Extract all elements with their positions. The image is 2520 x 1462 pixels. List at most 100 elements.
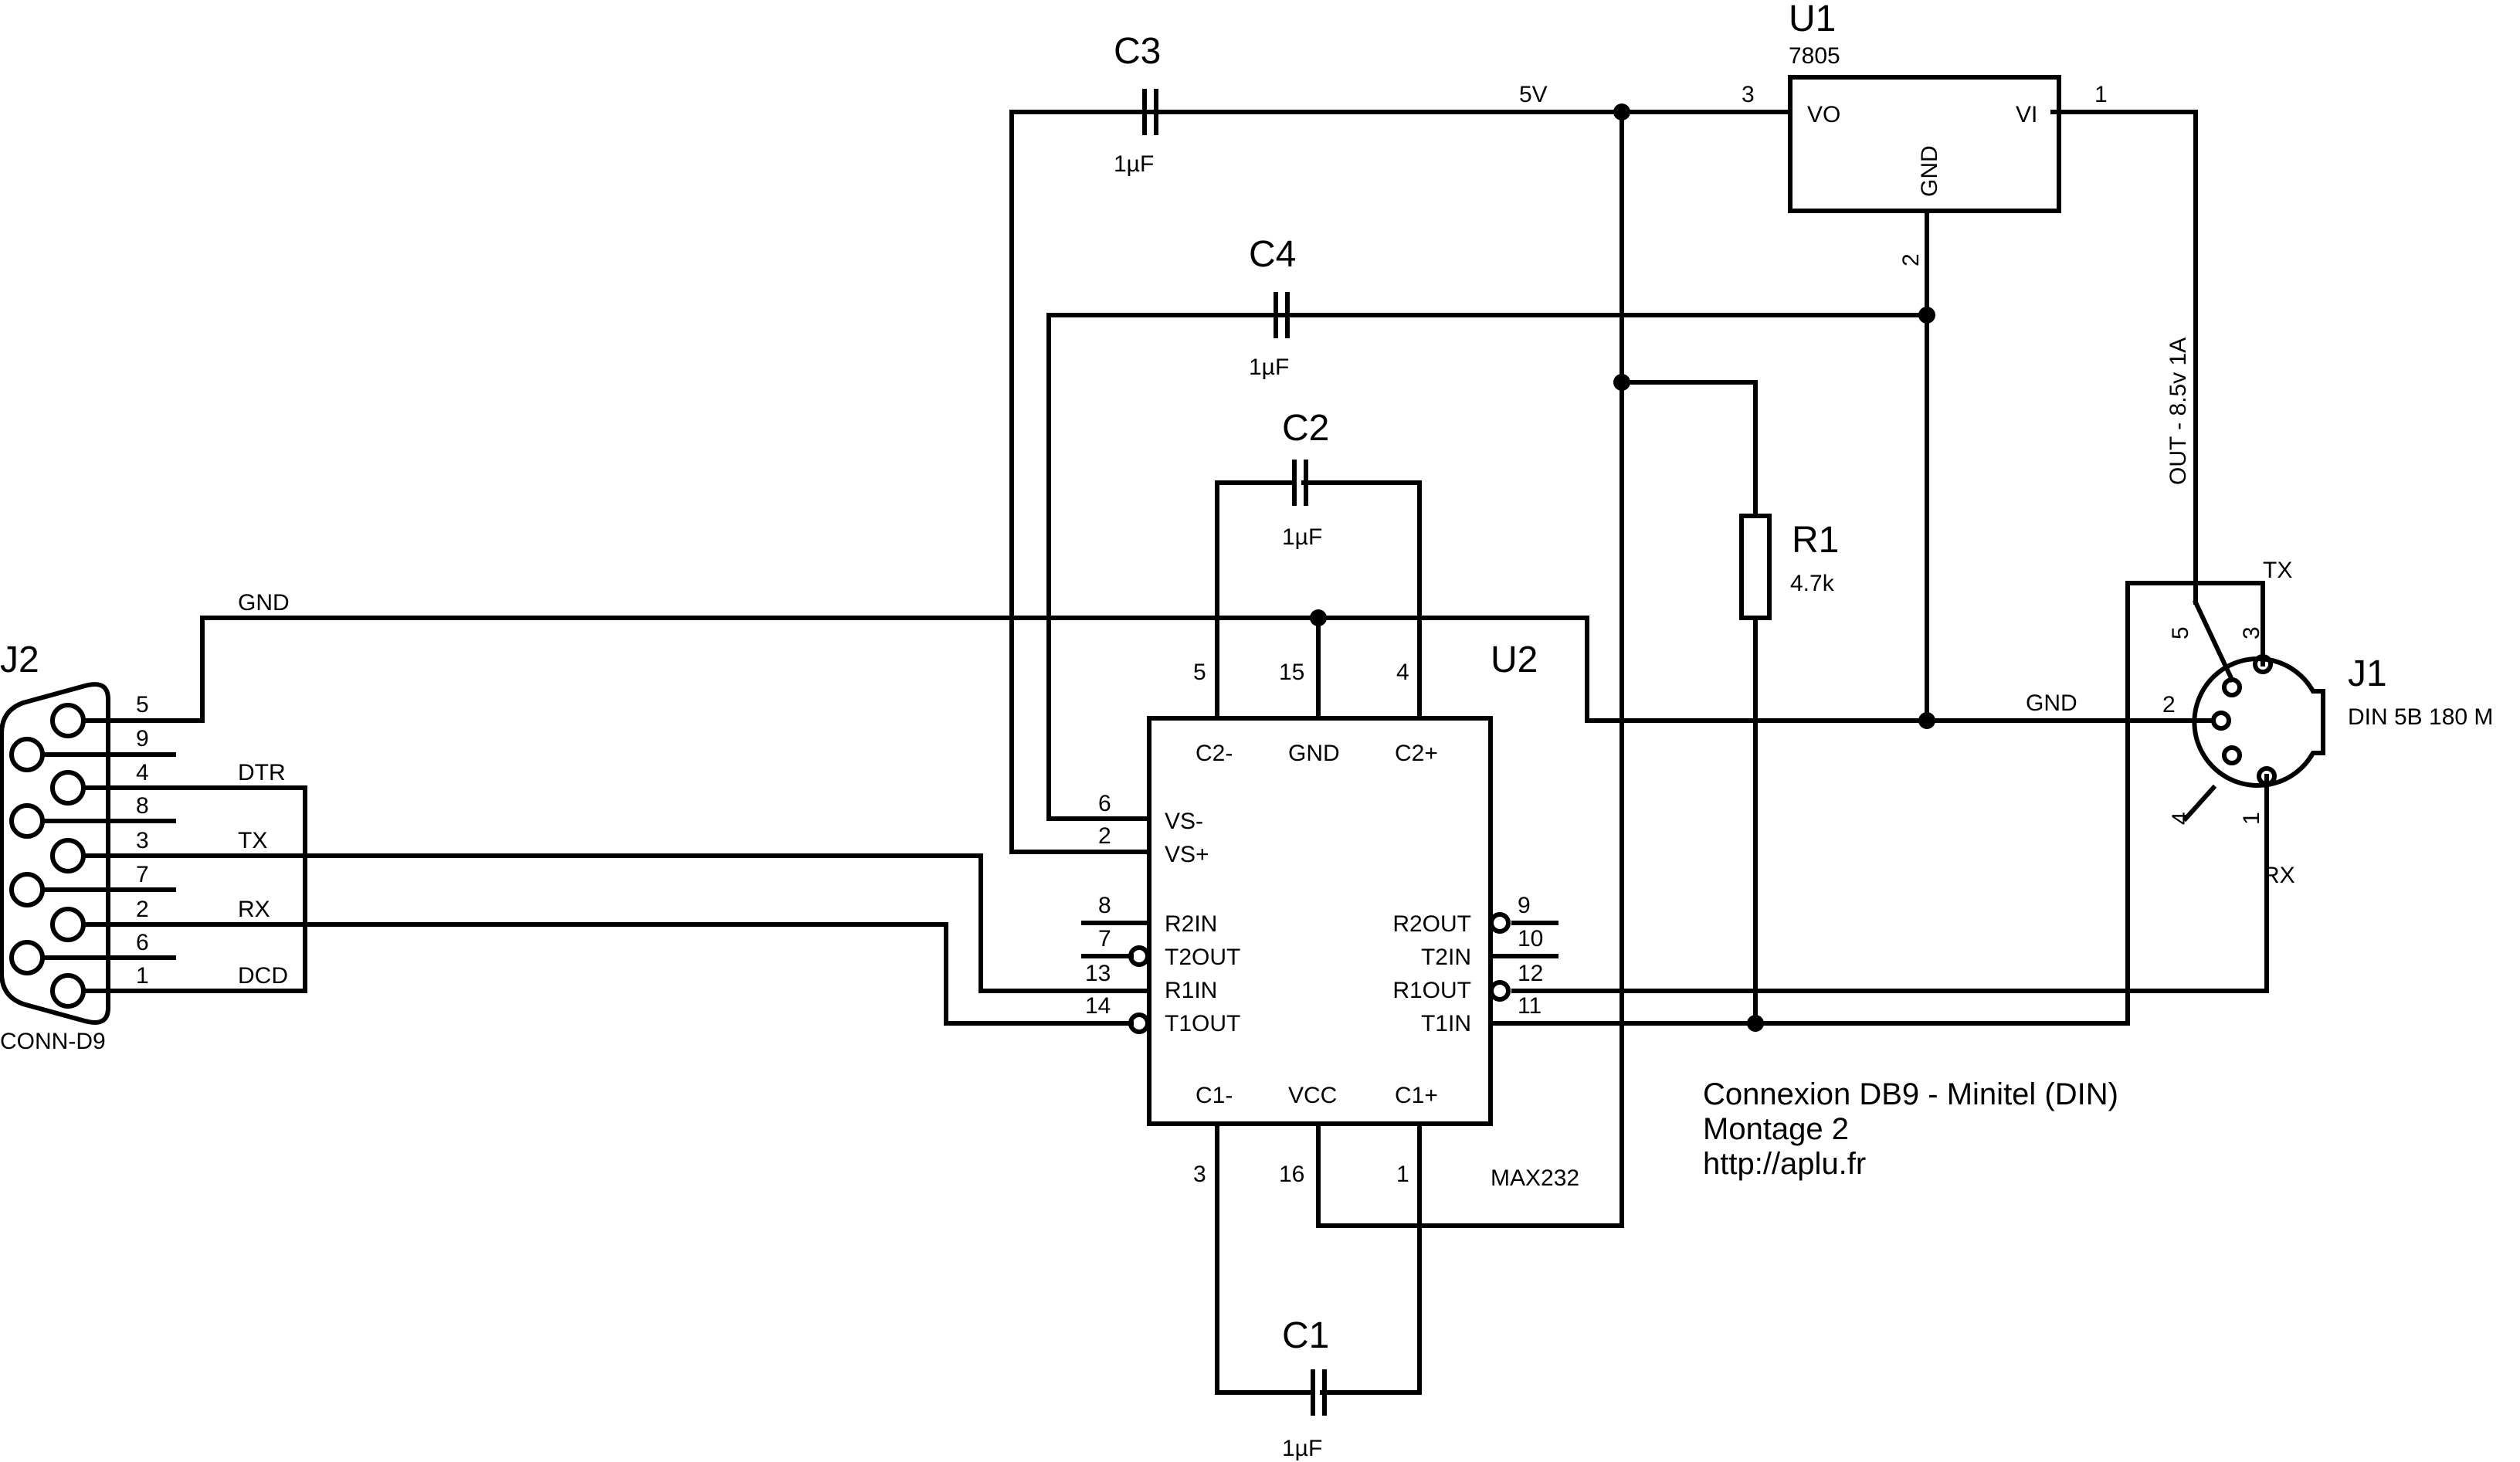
ic-u2: U2 MAX232 C2- GND C2+ VS- VS+ R2IN T2OUT… [1085, 639, 1579, 1191]
u2-num-c1m: 3 [1193, 1162, 1206, 1187]
u1-pin-vo: VO [1807, 102, 1840, 127]
wire-c2-right [1301, 480, 1422, 721]
wire-c1-left [1215, 1127, 1315, 1395]
wire-j1-rx [1511, 774, 2269, 993]
u2-pin-c1p: C1+ [1395, 1083, 1438, 1108]
j2-pin-num: 5 [136, 692, 149, 717]
wire-c4-left [1046, 313, 1283, 821]
j2-pin-num: 6 [136, 930, 149, 955]
wire-tx [98, 853, 1151, 993]
net-gnd-right: GND [2026, 690, 2077, 716]
net-5v: 5V [1519, 82, 1548, 107]
c1-ref: C1 [1282, 1315, 1329, 1356]
u2-num-t2out: 7 [1098, 926, 1111, 951]
c2-value: 1µF [1282, 524, 1322, 550]
u2-num-t1out: 14 [1085, 993, 1111, 1019]
u2-pin-gnd: GND [1288, 741, 1340, 766]
j1-value: DIN 5B 180 M [2348, 704, 2493, 730]
net-tx: TX [2263, 558, 2292, 583]
u2-num-c1p: 1 [1396, 1162, 1409, 1187]
inverter-bubble [1128, 945, 1150, 967]
j2-pin-num: 2 [136, 897, 149, 922]
u2-pin-vcc: VCC [1288, 1083, 1337, 1108]
wire-supply [2050, 110, 2198, 605]
r1-value: 4.7k [1790, 571, 1835, 596]
j2-signal-dcd: DCD [238, 963, 288, 989]
j2-pin-num: 8 [136, 793, 149, 819]
wire-rx [98, 922, 1134, 1026]
u1-value: 7805 [1789, 43, 1840, 69]
j1-pin1: 1 [2239, 812, 2264, 825]
c3-ref: C3 [1114, 31, 1161, 72]
c4-ref: C4 [1249, 234, 1296, 275]
u1-pin-vi: VI [2016, 102, 2037, 127]
j2-value: CONN-D9 [0, 1029, 106, 1054]
u1-num-gnd: 2 [1898, 253, 1924, 266]
u2-num-vcc: 16 [1279, 1162, 1304, 1187]
inverter-bubble [1489, 980, 1511, 1002]
u1-num-vi: 1 [2094, 82, 2108, 107]
notes-block: Connexion DB9 - Minitel (DIN) Montage 2 … [1703, 1077, 2118, 1181]
j1-pin5: 5 [2168, 626, 2193, 639]
wire-gnd-bus [98, 616, 2188, 723]
wire-c2-left [1215, 480, 1297, 721]
j2-pin-num: 3 [136, 828, 149, 853]
capacitor-c1: C1 1µF [1282, 1315, 1329, 1461]
junctions [1310, 103, 1935, 1032]
u1-pin-gnd: GND [1917, 145, 1942, 197]
wire-5v-vertical [1316, 110, 1624, 1228]
capacitor-c4: C4 1µF [1249, 234, 1296, 380]
j1-pin4: 4 [2168, 812, 2193, 825]
u2-pin-vsp: VS+ [1165, 842, 1209, 867]
resistor-r1: R1 4.7k [1739, 514, 1839, 620]
u2-pin-c2p: C2+ [1395, 741, 1438, 766]
junction-dot [1918, 712, 1935, 729]
u2-num-r2in: 8 [1098, 893, 1111, 918]
j2-signal-rx: RX [238, 897, 270, 922]
u2-pin-c1m: C1- [1196, 1083, 1233, 1108]
u2-pin-r1out: R1OUT [1392, 978, 1471, 1003]
u2-num-vsm: 6 [1098, 791, 1111, 816]
connector-j2: J2 CONN-D9 5 9 4 8 3 7 2 6 1 DTR TX RX D… [0, 639, 288, 1054]
note-url: http://aplu.fr [1703, 1147, 1866, 1181]
wire-dtr-dcd [98, 785, 307, 993]
note-title: Connexion DB9 - Minitel (DIN) [1703, 1077, 2118, 1111]
j2-pin-num: 7 [136, 862, 149, 887]
junction-dot [1918, 307, 1935, 324]
stub-j1-pin4 [2182, 784, 2217, 823]
u2-value: MAX232 [1491, 1165, 1579, 1191]
wire-j1-tx [1488, 581, 2265, 1026]
inverter-bubble [1128, 1013, 1150, 1034]
j2-signal-tx: TX [238, 828, 267, 853]
j2-ref: J2 [0, 639, 39, 680]
capacitor-c2: C2 1µF [1282, 408, 1329, 550]
wire-c3-left [1009, 110, 1163, 854]
u2-ref: U2 [1491, 639, 1538, 680]
u2-pin-vsm: VS- [1165, 809, 1203, 834]
net-gnd-left: GND [238, 590, 290, 616]
j2-pin-num: 1 [136, 963, 149, 989]
c3-value: 1µF [1114, 151, 1154, 177]
u2-pin-t2in: T2IN [1421, 945, 1471, 970]
junction-dot [1613, 103, 1630, 120]
u2-pin-t1in: T1IN [1421, 1011, 1471, 1036]
u1-ref: U1 [1789, 0, 1836, 39]
r1-ref: R1 [1792, 520, 1839, 561]
wire-c1-right [1320, 1127, 1422, 1395]
u2-pin-r1in: R1IN [1165, 978, 1217, 1003]
u2-num-gnd: 15 [1279, 660, 1304, 685]
wires [98, 110, 2269, 1395]
junction-dot [1747, 1015, 1764, 1032]
u2-num-vsp: 2 [1098, 823, 1111, 849]
net-supply: OUT - 8.5v 1A [2166, 338, 2191, 485]
inverter-bubble [1489, 912, 1511, 934]
u2-num-r1out: 12 [1518, 961, 1543, 986]
wire-r1-top [1620, 380, 1758, 518]
j1-ref: J1 [2348, 653, 2387, 694]
u2-pin-t2out: T2OUT [1165, 945, 1240, 970]
net-rx: RX [2263, 863, 2295, 888]
u2-pin-r2out: R2OUT [1392, 911, 1471, 937]
c4-value: 1µF [1249, 354, 1289, 380]
u2-num-t1in: 11 [1518, 993, 1542, 1019]
u2-num-r2out: 9 [1518, 893, 1531, 918]
